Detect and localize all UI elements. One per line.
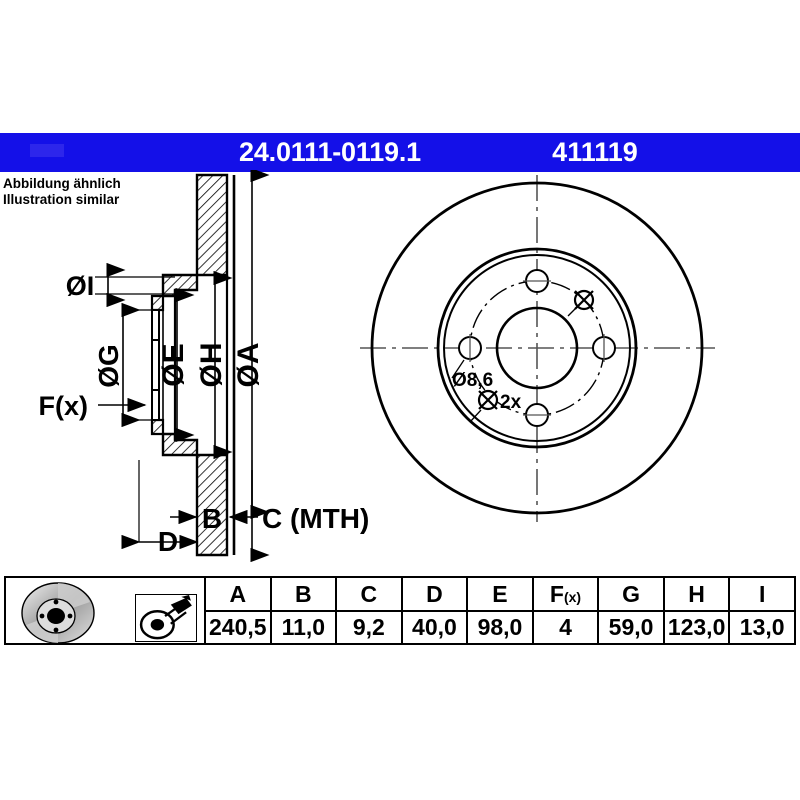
hub-flange-outer [436,247,638,449]
header-watermark [30,144,64,157]
dimension-D: D [121,526,199,557]
column-header-B: B [269,576,338,612]
technical-drawing: ØA ØH ØE ØG [39,170,715,563]
dimension-A: ØA [232,170,270,563]
bolt-hole [592,334,616,362]
header-label: C [360,580,378,607]
value-cell-I: 13,0 [728,610,796,645]
column-header-I: I [728,576,796,612]
header-label: D [426,580,443,607]
column-header-G: G [597,576,665,612]
header-label: B [295,580,312,607]
column-header-H: H [662,576,731,612]
cross-section-view: ØA ØH ØE ØG [39,170,369,563]
dimension-A-label: ØA [232,343,265,388]
header-label: A [229,580,247,607]
illustration-disclaimer: Abbildung ähnlich Illustration similar [3,176,121,207]
dimension-D-label: D [158,526,178,557]
threaded-hole [567,289,595,317]
table-icon-cell [4,576,206,646]
value-cell-H: 123,0 [662,610,731,645]
dimension-H-label: ØH [195,343,228,388]
brake-disc-icon [12,580,108,646]
dimension-Fx: F(x) [39,391,147,421]
caliper-measure-icon [135,594,197,642]
disc-outer-edge [370,181,704,515]
header-label: I [758,580,766,607]
header-label: H [688,580,705,607]
dimension-C: C (MTH) [228,470,369,534]
table-row-values: 240,5 11,0 9,2 40,0 98,0 4 59,0 123,0 13… [5,610,796,645]
value-cell-E: 98,0 [466,610,534,645]
specification-table: A B C D E F(x) G H I 240,5 11,0 9,2 40,0… [4,576,796,645]
column-header-F: F(x) [531,576,600,612]
dimension-E-label: ØE [157,343,190,386]
value-cell-F: 4 [531,610,600,645]
dimension-H: ØH [195,270,233,460]
bolt-hole [523,403,551,427]
dimension-G: ØG [93,302,160,428]
dimension-Fx-label: F(x) [39,391,89,421]
face-view: Ø8,6 2x [360,175,715,522]
reference-number: 411119 [552,137,638,167]
dimension-G-label: ØG [93,344,124,388]
column-header-C: C [335,576,403,612]
rotor-section-top [195,173,229,277]
value-cell-A: 240,5 [204,610,272,645]
header-label: G [622,580,640,607]
dimension-B-label: B [202,503,222,534]
value-cell-B: 11,0 [269,610,338,645]
part-number: 24.0111-0119.1 [239,137,421,167]
dimension-B: B [170,503,222,534]
column-header-A: A [204,576,272,612]
bolt-hole [523,269,551,293]
dimension-C-label: C (MTH) [262,503,369,534]
hole-count-label: 2x [500,392,522,413]
column-header-D: D [400,576,469,612]
dimension-I-label: ØI [66,271,95,301]
center-bore [495,306,579,390]
value-cell-C: 9,2 [335,610,403,645]
header-label-sub: (x) [563,588,582,605]
header-label: E [492,580,508,607]
dimension-I: ØI [66,262,175,308]
column-header-E: E [466,576,534,612]
value-cell-D: 40,0 [400,610,469,645]
hole-diameter-label: Ø8,6 [452,370,493,391]
dimension-E: ØE [157,287,195,443]
table-row-headers: A B C D E F(x) G H I [4,576,796,645]
header-bar [0,133,800,172]
disclaimer-line-de: Abbildung ähnlich [3,176,121,191]
disclaimer-line-en: Illustration similar [3,191,120,207]
value-cell-G: 59,0 [597,610,665,645]
hub-flange-inner [443,254,631,442]
header-label: F [549,580,564,607]
bolt-hole [458,334,482,362]
threaded-hole-callout-symbol [477,389,499,411]
